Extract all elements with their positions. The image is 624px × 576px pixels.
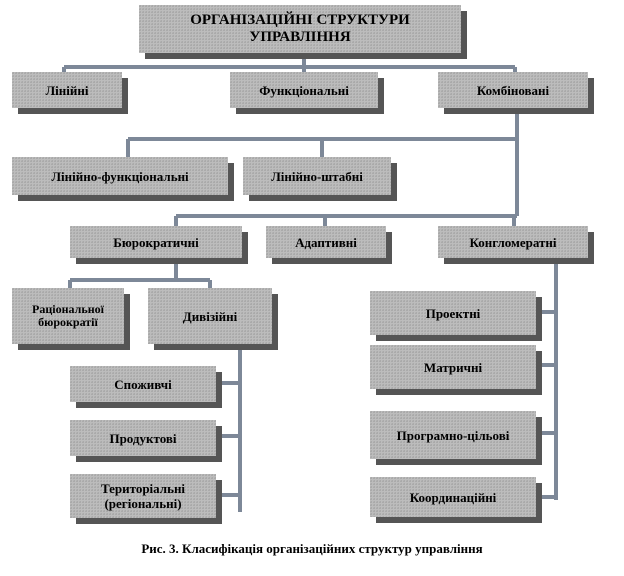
functional-box: Функціональні [230,72,378,108]
program-target-box: Програмно-цільові [370,411,536,459]
product-label: Продуктові [109,430,177,446]
project-label: Проектні [425,305,481,321]
matrix-label: Матричні [423,359,483,375]
divisional-label: Дивізійні [182,308,238,324]
linear-staff-label: Лінійно-штабні [271,168,363,184]
coordination-label: Координаційні [409,489,497,505]
functional-label: Функціональні [259,82,349,98]
figure-caption: Рис. 3. Класифікація організаційних стру… [141,541,483,556]
adaptive-label: Адаптивні [295,234,357,250]
conglomerate-label: Конгломератні [469,234,557,250]
linear-staff-box: Лінійно-штабні [243,157,391,195]
adaptive-box: Адаптивні [266,226,386,258]
coordination-box: Координаційні [370,477,536,517]
linear-box: Лінійні [12,72,122,108]
linear-label: Лінійні [45,82,89,98]
root-title-box: ОРГАНІЗАЦІЙНІ СТРУКТУРИ УПРАВЛІННЯ [139,5,461,53]
project-box: Проектні [370,291,536,335]
product-box: Продуктові [70,420,216,456]
combined-box: Комбіновані [438,72,588,108]
conglomerate-box: Конгломератні [438,226,588,258]
territorial-label: Територіальні (регіональні) [100,481,186,511]
bureaucratic-label: Бюрократичні [113,234,199,250]
linear-functional-box: Лінійно-функціональні [12,157,228,195]
root-title-label: ОРГАНІЗАЦІЙНІ СТРУКТУРИ УПРАВЛІННЯ [190,12,410,45]
linear-functional-label: Лінійно-функціональні [51,168,189,184]
bureaucratic-box: Бюрократичні [70,226,242,258]
program-target-label: Програмно-цільові [396,427,510,443]
consumer-box: Споживчі [70,366,216,402]
matrix-box: Матричні [370,345,536,389]
divisional-box: Дивізійні [148,288,272,344]
consumer-label: Споживчі [114,376,172,392]
territorial-box: Територіальні (регіональні) [70,474,216,518]
rational-bureaucracy-box: Раціональної бюрократії [12,288,124,344]
combined-label: Комбіновані [476,82,550,98]
rational-bureaucracy-label: Раціональної бюрократії [32,302,104,329]
